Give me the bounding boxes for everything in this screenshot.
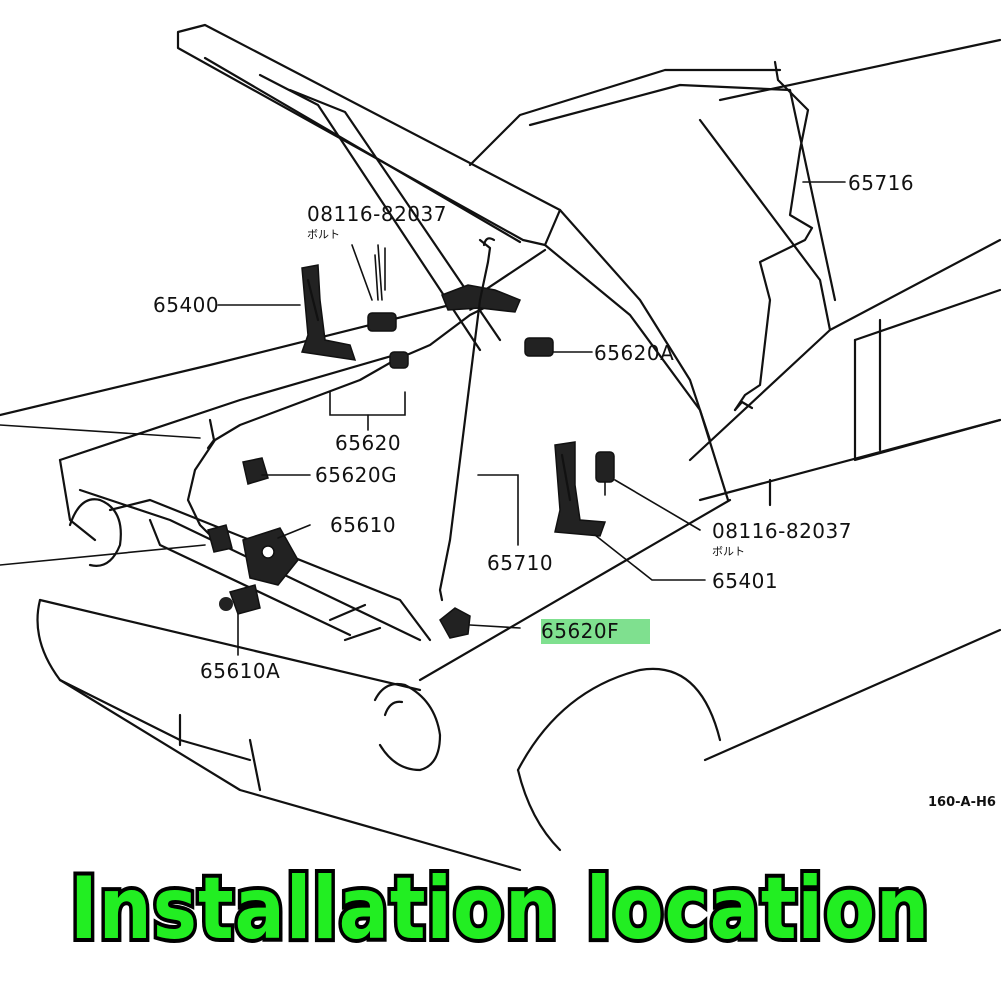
car-body-outline [0, 23, 1001, 872]
label-65620F: 65620F [541, 619, 619, 643]
hood-support-rod [733, 60, 814, 412]
label-bolt-top-jp: ボルト [307, 228, 340, 241]
caption-banner: Installation location [66, 860, 933, 963]
label-65620: 65620 [335, 431, 401, 455]
label-65716: 65716 [848, 171, 914, 195]
label-65401: 65401 [712, 569, 778, 593]
hood-hinge-left [300, 264, 357, 361]
hood-cushion-a [524, 337, 554, 357]
label-65620G: 65620G [315, 463, 397, 487]
label-65400: 65400 [153, 293, 219, 317]
label-bolt-right-jp: ボルト [712, 545, 745, 558]
diagram-code: 160-A-H6 [928, 795, 996, 810]
cable-clip-g [242, 457, 269, 485]
hinge-bolt-right [595, 451, 615, 483]
label-65610A: 65610A [200, 659, 280, 683]
caption-text: Installation location [70, 860, 930, 959]
label-65620A: 65620A [594, 341, 674, 365]
hood-parts [186, 60, 814, 639]
safety-catch [229, 584, 261, 615]
label-65710: 65710 [487, 551, 553, 575]
label-bolt-top: 08116-82037 [307, 202, 447, 226]
label-65610: 65610 [330, 513, 396, 537]
hood-hinge-right [554, 441, 607, 537]
label-bolt-right: 08116-82037 [712, 519, 852, 543]
cable-grommet [389, 351, 409, 369]
leader-lines [0, 181, 846, 656]
part-labels: 65716 08116-82037 ボルト 65400 65620A 65620… [153, 171, 996, 810]
hood-prop-rod [438, 238, 492, 602]
hinge-bolt-left [367, 312, 397, 332]
release-cable [186, 298, 502, 537]
part-highlight [541, 619, 650, 644]
hood-cushion-f [439, 607, 471, 639]
